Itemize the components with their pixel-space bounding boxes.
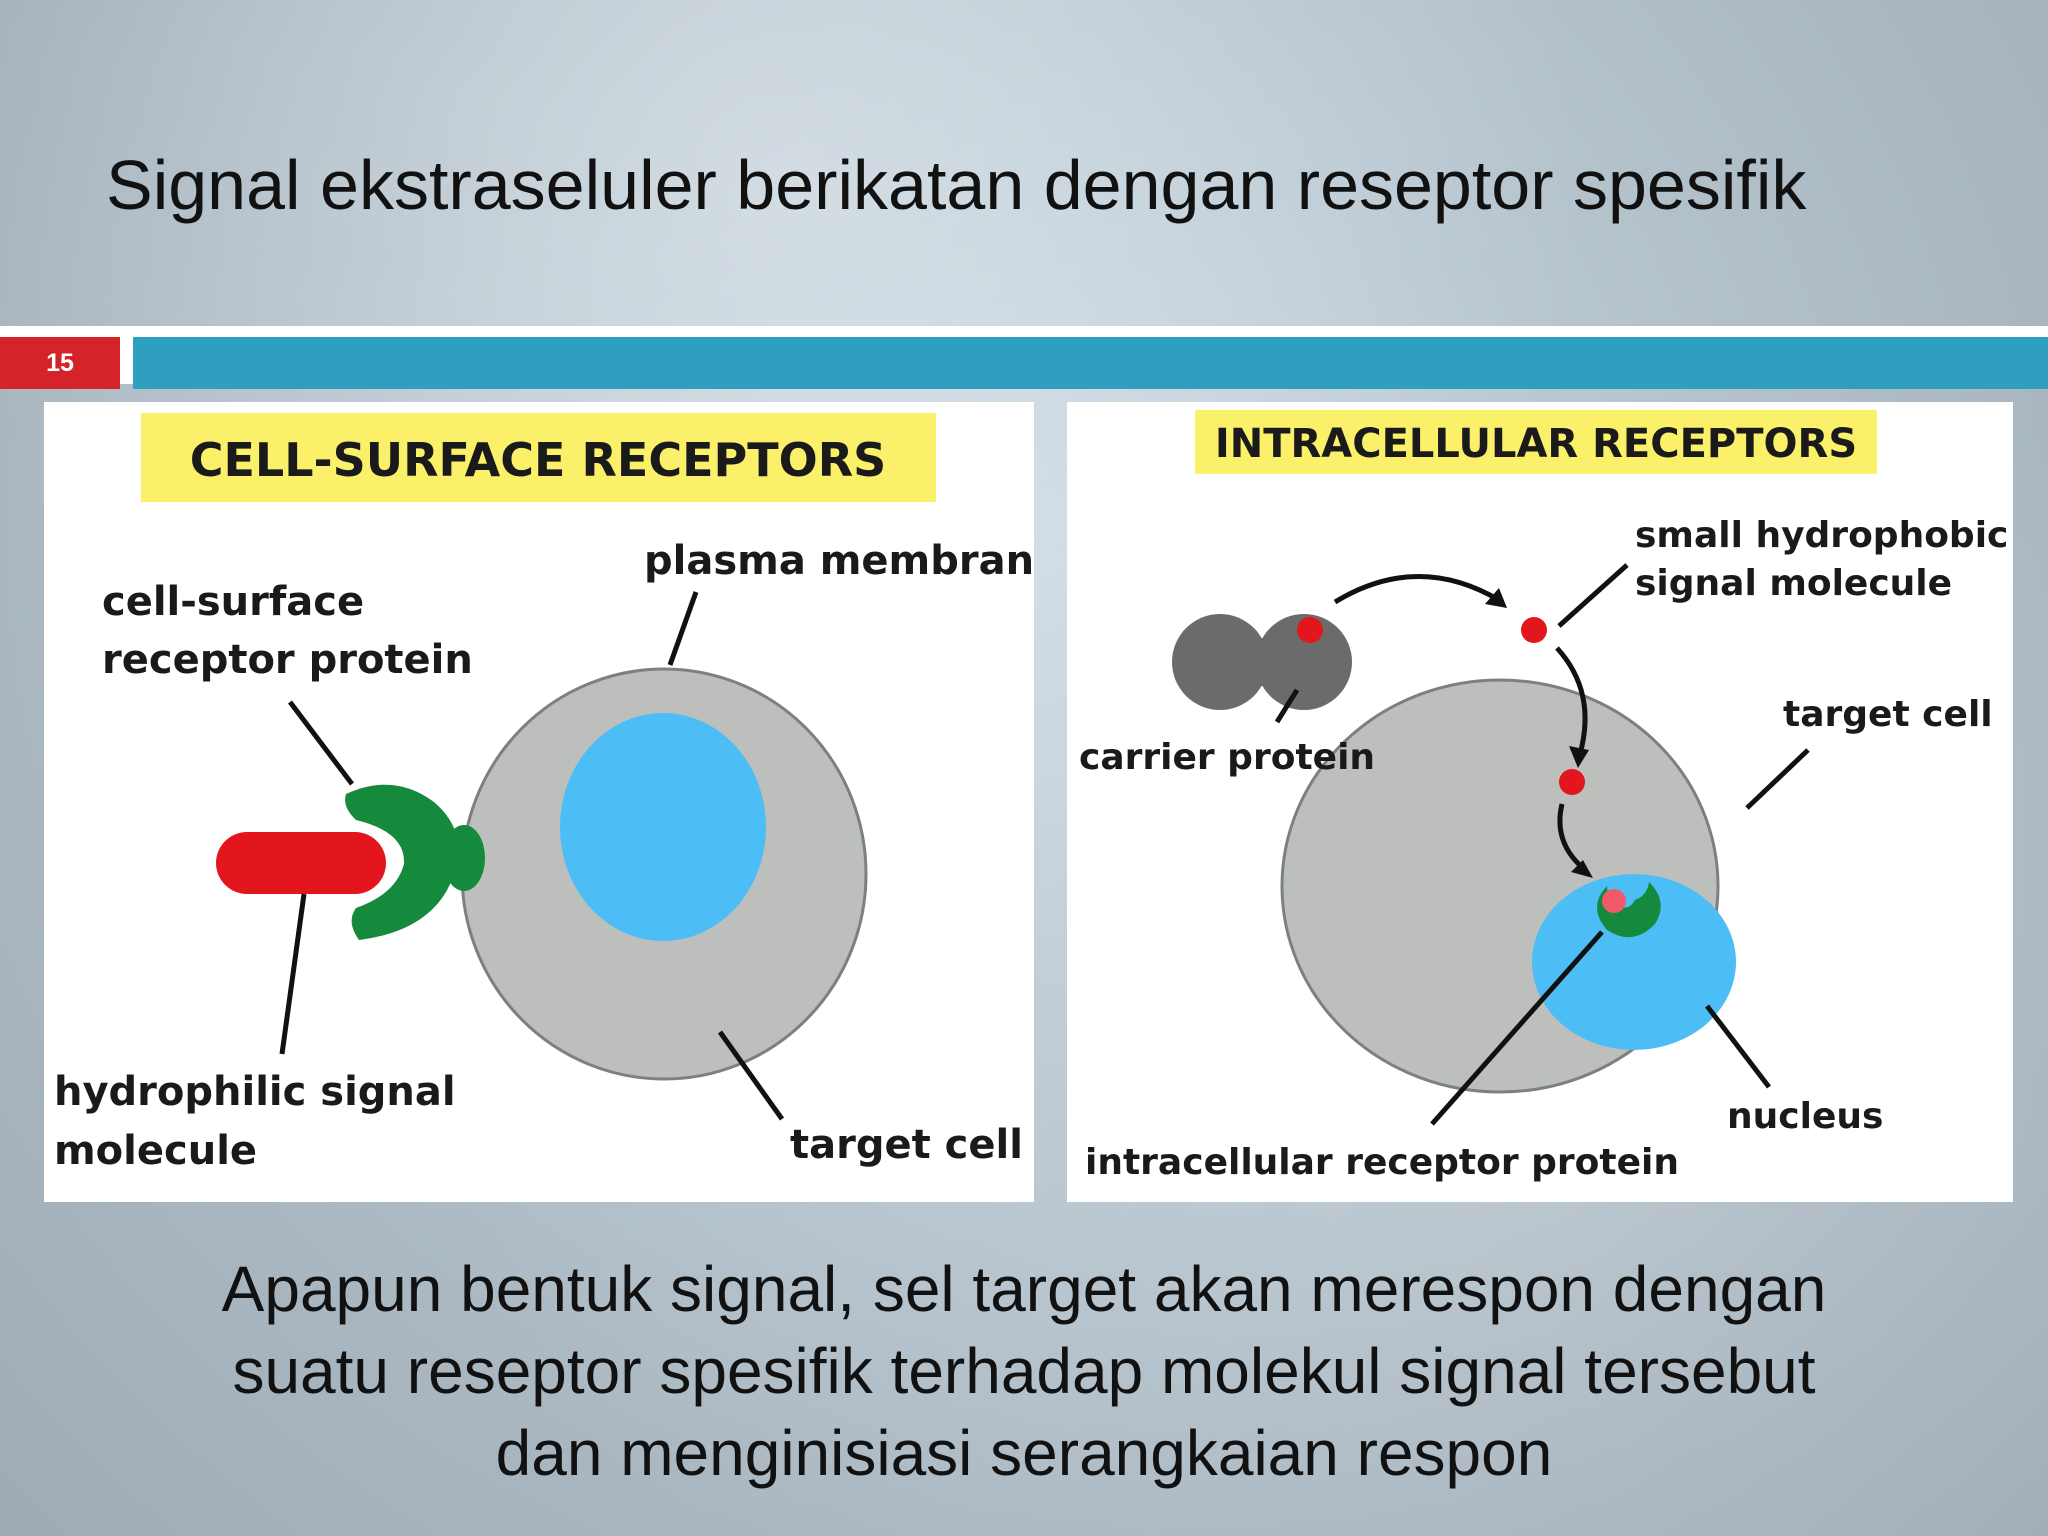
- panel-header: INTRACELLULAR RECEPTORS: [1215, 421, 1857, 467]
- cell-surface-receptors-panel: CELL-SURFACE RECEPTORS plasma membrane c…: [44, 402, 1034, 1202]
- arrow-binding-head: [1571, 860, 1593, 878]
- label-carrier-protein: carrier protein: [1079, 737, 1375, 778]
- free-signal-molecule: [1521, 617, 1547, 643]
- pointer-signal-molecule: [1557, 563, 1629, 628]
- intracellular-diagram: INTRACELLULAR RECEPTORS small hydrophobi…: [1079, 410, 2008, 1183]
- cytoplasm-signal-molecule: [1559, 769, 1585, 795]
- panel-header-bg: [1195, 410, 1877, 474]
- pointer-nucleus: [1705, 1004, 1771, 1089]
- arrow-entry: [1555, 646, 1588, 755]
- slide-title: Signal ekstraseluler berikatan dengan re…: [106, 146, 1807, 224]
- intracellular-receptor-protein: [1597, 882, 1661, 938]
- nucleus: [1532, 874, 1736, 1050]
- intracellular-receptors-panel: INTRACELLULAR RECEPTORS small hydrophobi…: [1067, 402, 2013, 1202]
- cell-surface-diagram: CELL-SURFACE RECEPTORS plasma membrane c…: [54, 413, 1034, 1174]
- pointer-carrier-protein: [1274, 688, 1300, 724]
- pointer-receptor-protein: [288, 700, 354, 786]
- slide-number: 15: [0, 337, 120, 389]
- arrow-release: [1333, 574, 1501, 605]
- carrier-protein-bridge: [1220, 638, 1304, 686]
- label-plasma-membrane: plasma membrane: [644, 538, 1034, 584]
- caption-line-1: Apapun bentuk signal, sel target akan me…: [221, 1253, 1827, 1325]
- cell-surface-receptor-protein: [345, 784, 459, 940]
- label-target-cell: target cell: [1783, 694, 1993, 735]
- arrow-binding: [1557, 803, 1585, 870]
- label-nucleus: nucleus: [1727, 1096, 1883, 1137]
- label-receptor-line1: cell-surface: [102, 579, 364, 625]
- pointer-target-cell: [717, 1030, 785, 1121]
- receptor-bound-signal: [1602, 889, 1626, 913]
- pointer-signal-molecule: [279, 893, 307, 1055]
- arrow-release-head: [1485, 588, 1507, 608]
- bound-signal-molecule: [1297, 617, 1323, 643]
- label-signal-line1: small hydrophobic: [1635, 515, 2008, 556]
- caption-line-3: dan menginisiasi serangkaian respon: [495, 1417, 1553, 1489]
- caption-line-2: suatu reseptor spesifik terhadap molekul…: [232, 1335, 1816, 1407]
- panel-header-bg: [141, 413, 936, 502]
- pointer-target-cell: [1745, 748, 1810, 810]
- pointer-plasma-membrane: [667, 591, 699, 666]
- slide-caption: Apapun bentuk signal, sel target akan me…: [0, 1248, 2048, 1494]
- panel-header: CELL-SURFACE RECEPTORS: [190, 433, 887, 487]
- accent-band: [133, 337, 2048, 389]
- label-target-cell: target cell: [790, 1122, 1023, 1168]
- label-receptor-line2: receptor protein: [102, 637, 473, 683]
- hydrophilic-signal-molecule: [216, 832, 386, 894]
- label-signal-line1: hydrophilic signal: [54, 1069, 456, 1115]
- pointer-receptor-protein: [1430, 930, 1604, 1126]
- nucleus: [560, 713, 766, 941]
- arrow-entry-head: [1569, 746, 1589, 768]
- label-receptor-protein: intracellular receptor protein: [1085, 1142, 1679, 1183]
- label-signal-line2: signal molecule: [1635, 563, 1952, 604]
- label-signal-line2: molecule: [54, 1128, 257, 1174]
